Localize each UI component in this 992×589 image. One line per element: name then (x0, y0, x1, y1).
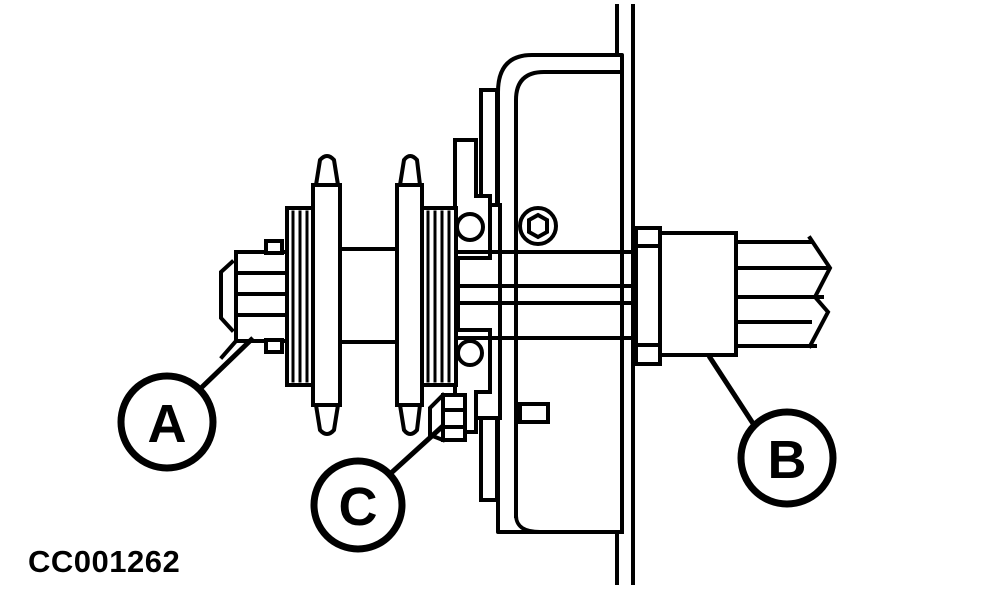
callout-b[interactable]: B (737, 408, 837, 508)
clevis-yoke-upper (453, 138, 492, 260)
intermediate-shaft (734, 235, 833, 349)
first-flange-disc (311, 154, 342, 436)
callout-b-circle[interactable] (737, 408, 837, 508)
firewall-shaft-flange (634, 226, 662, 366)
front-bellows-boot (285, 206, 315, 387)
callout-b-label: B (768, 430, 807, 490)
rear-bellows-boot (420, 206, 458, 387)
second-flange-disc (395, 154, 424, 436)
callout-c[interactable]: C (310, 457, 406, 553)
callout-c-circle[interactable] (310, 457, 406, 553)
bracket-lug (518, 402, 550, 424)
upper-hex-bolt (518, 206, 558, 246)
mounting-bracket-housing (496, 53, 624, 534)
firewall-right-edges (631, 244, 662, 347)
splined-shaft-end (219, 239, 289, 360)
intermediate-shaft-block (658, 231, 738, 357)
callout-a-circle[interactable] (117, 372, 217, 472)
callout-leaders (198, 336, 757, 476)
callout-a-label: A (148, 394, 187, 454)
shaft-hub-midsection (338, 247, 399, 344)
figure-id: CC001262 (28, 544, 180, 579)
callout-a[interactable]: A (117, 372, 217, 472)
callout-c-label: C (339, 477, 378, 537)
